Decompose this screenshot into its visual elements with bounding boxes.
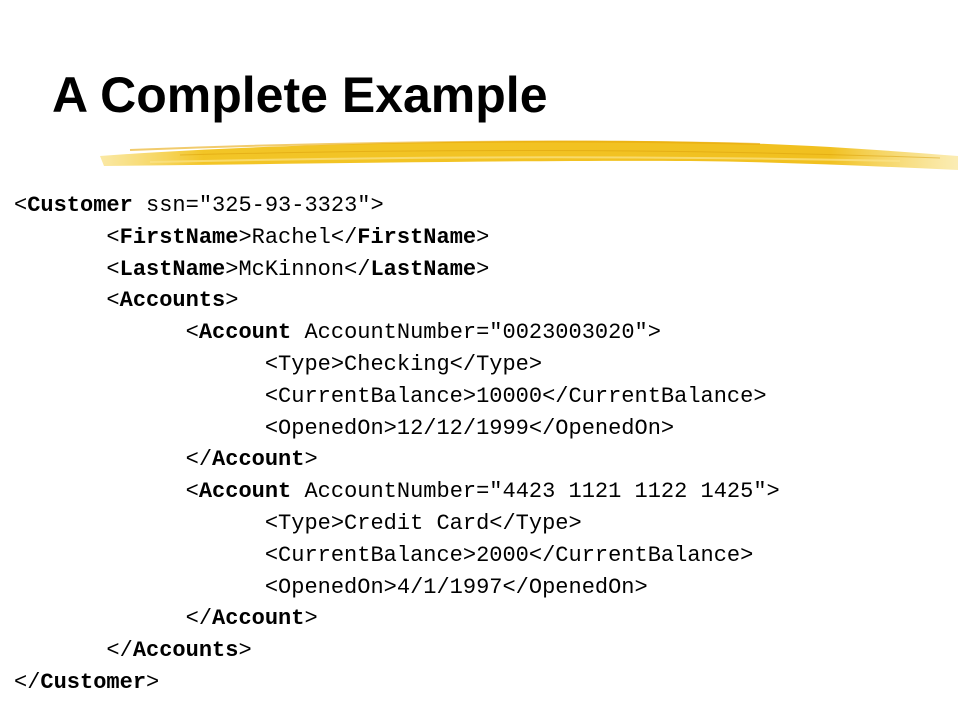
xml-element-name: Customer	[27, 193, 133, 218]
code-text: <	[185, 479, 199, 505]
code-line: <CurrentBalance>2000</CurrentBalance>	[14, 540, 780, 572]
xml-element-name: Customer	[40, 669, 147, 695]
code-indent	[14, 543, 265, 568]
code-indent	[14, 511, 265, 536]
code-text: >	[238, 638, 252, 664]
code-text: >McKinnon</	[225, 256, 371, 282]
code-indent	[14, 606, 186, 631]
xml-element-name: FirstName	[119, 224, 239, 250]
code-text: </	[185, 606, 213, 632]
xml-element-name: Account	[198, 320, 292, 346]
code-indent	[14, 352, 265, 377]
code-text: </	[14, 669, 41, 695]
code-indent	[14, 447, 186, 472]
code-text: >Rachel</	[238, 224, 358, 250]
code-text: >	[146, 669, 160, 695]
code-text: <OpenedOn>12/12/1999</OpenedOn>	[264, 415, 675, 441]
code-text: <Type>Credit Card</Type>	[264, 510, 582, 536]
code-text: <	[185, 320, 199, 346]
code-text: >	[304, 606, 318, 632]
code-text: <	[106, 288, 120, 314]
code-line: <Type>Checking</Type>	[14, 349, 780, 381]
xml-element-name: Account	[198, 479, 292, 505]
code-text: <OpenedOn>4/1/1997</OpenedOn>	[264, 574, 648, 600]
code-indent	[14, 384, 265, 409]
code-line: <LastName>McKinnon</LastName>	[14, 254, 780, 286]
code-indent	[14, 479, 186, 504]
code-text: >	[476, 224, 490, 250]
code-line: <OpenedOn>4/1/1997</OpenedOn>	[14, 572, 780, 604]
code-indent	[14, 638, 106, 663]
code-text: <	[14, 193, 28, 218]
code-indent	[14, 320, 186, 345]
xml-element-name: Accounts	[132, 638, 239, 664]
code-text: AccountNumber="4423 1121 1122 1425">	[291, 479, 780, 505]
xml-element-name: Accounts	[119, 288, 226, 314]
code-indent	[14, 257, 106, 282]
code-text: >	[476, 256, 490, 282]
code-line: <Account AccountNumber="4423 1121 1122 1…	[14, 476, 780, 508]
code-text: <	[106, 224, 120, 250]
code-indent	[14, 225, 106, 250]
code-line: <Customer ssn="325-93-3323">	[14, 190, 780, 222]
code-text: <CurrentBalance>2000</CurrentBalance>	[264, 542, 754, 568]
code-text: AccountNumber="0023003020">	[291, 320, 661, 346]
code-line: </Account>	[14, 603, 780, 635]
code-text: <Type>Checking</Type>	[264, 351, 543, 377]
xml-code-block: <Customer ssn="325-93-3323"> <FirstName>…	[14, 190, 780, 699]
code-text: >	[225, 288, 239, 314]
code-text: ssn="325-93-3323">	[132, 193, 384, 218]
code-text: >	[304, 447, 318, 473]
xml-element-name: LastName	[370, 256, 477, 282]
code-indent	[14, 288, 106, 313]
code-line: <CurrentBalance>10000</CurrentBalance>	[14, 381, 780, 413]
code-line: </Account>	[14, 444, 780, 476]
code-line: <Account AccountNumber="0023003020">	[14, 317, 780, 349]
code-text: </	[185, 447, 213, 473]
code-line: <FirstName>Rachel</FirstName>	[14, 222, 780, 254]
slide-title: A Complete Example	[52, 67, 548, 123]
xml-element-name: Account	[212, 606, 305, 632]
code-text: <CurrentBalance>10000</CurrentBalance>	[264, 383, 767, 409]
xml-element-name: Account	[212, 447, 305, 473]
code-line: <Accounts>	[14, 285, 780, 317]
title-underline-brushstroke	[100, 140, 958, 170]
code-indent	[14, 416, 265, 441]
code-line: <Type>Credit Card</Type>	[14, 508, 780, 540]
code-text: </	[106, 638, 133, 664]
code-text: <	[106, 256, 120, 282]
code-line: </Accounts>	[14, 635, 780, 667]
code-line: </Customer>	[14, 667, 780, 699]
xml-element-name: FirstName	[357, 224, 477, 250]
code-line: <OpenedOn>12/12/1999</OpenedOn>	[14, 413, 780, 445]
code-indent	[14, 575, 265, 600]
xml-element-name: LastName	[119, 256, 226, 282]
